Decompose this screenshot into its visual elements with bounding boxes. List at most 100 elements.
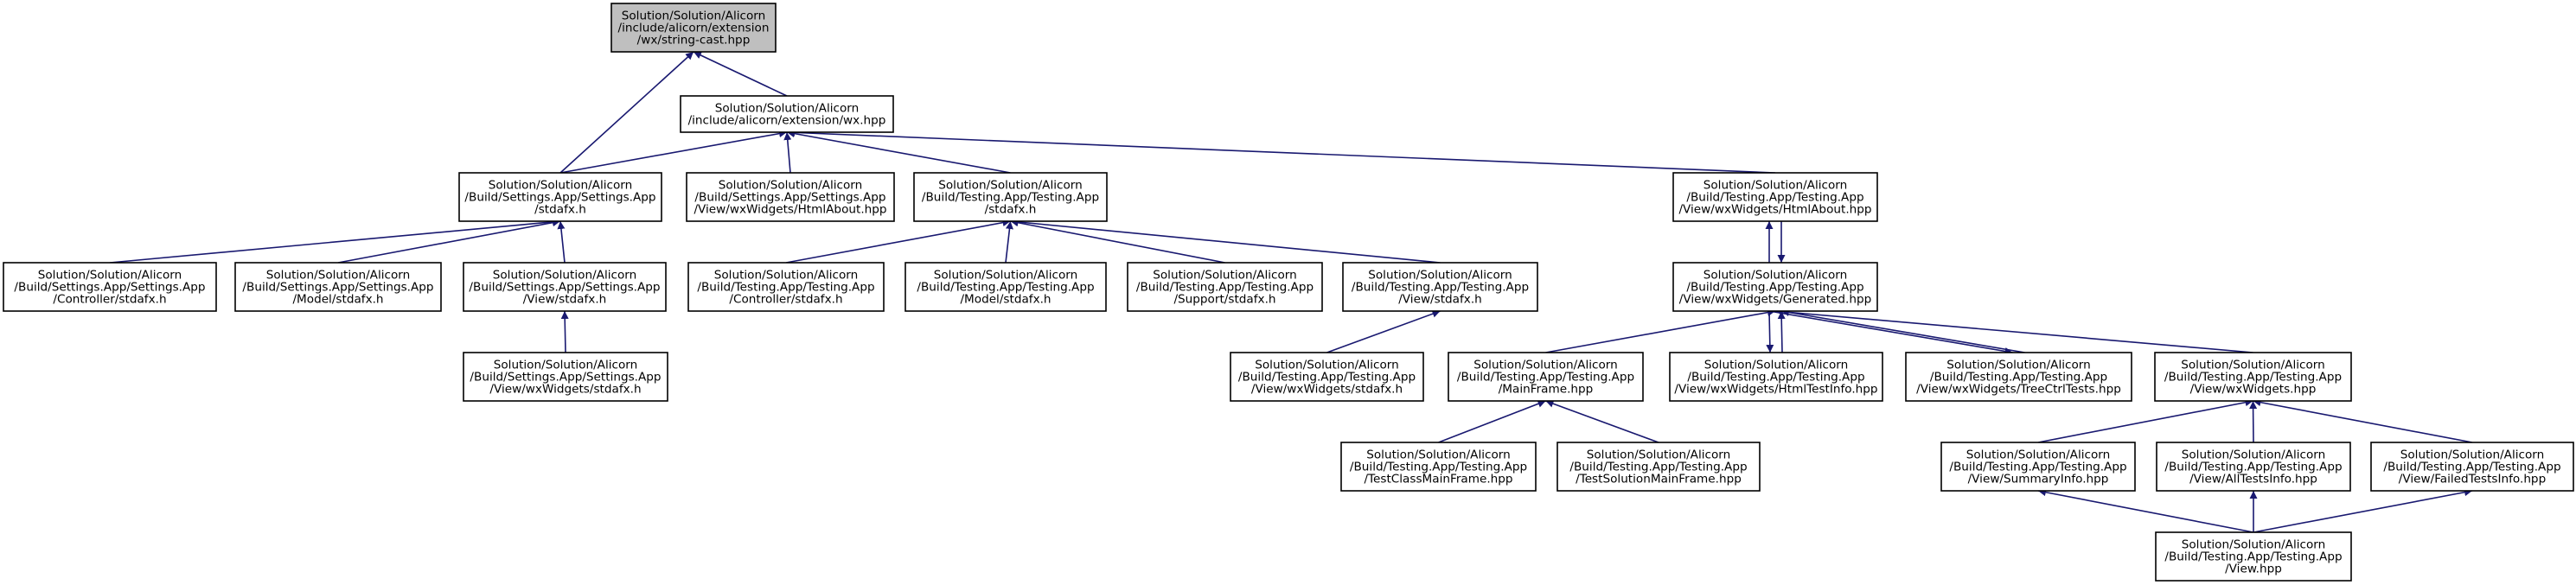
node-label-line: /Build/Testing.App/Testing.App [697,281,874,295]
node-label-line: /Build/Testing.App/Testing.App [2164,550,2342,564]
node-label-line: /MainFrame.hpp [1499,383,1594,397]
node-box [1342,262,1538,312]
node-n18[interactable]: Solution/Solution/Alicorn/Build/Testing.… [1905,352,2132,402]
edge-n25-to-n22 [2037,488,2254,533]
node-label-line: Solution/Solution/Alicorn [2182,538,2326,552]
node-label-line: /Build/Testing.App/Testing.App [922,191,1099,205]
node-box [610,3,777,53]
node-box [686,172,895,222]
edge-n2-to-n0 [559,51,694,174]
edge-n3-to-n1 [783,131,792,174]
node-label-line: Solution/Solution/Alicorn [1366,448,1511,462]
node-label-line: /Controller/stdafx.h [729,293,842,307]
node-label-line: Solution/Solution/Alicorn [715,102,860,116]
node-label-line: /Build/Testing.App/Testing.App [1352,281,1529,295]
edge-n12-to-n4 [1010,219,1225,264]
node-n2[interactable]: Solution/Solution/Alicorn/Build/Settings… [458,172,662,222]
node-box [1127,262,1323,312]
node-n17[interactable]: Solution/Solution/Alicorn/Build/Testing.… [1669,352,1883,402]
node-box [3,262,217,312]
node-n4[interactable]: Solution/Solution/Alicorn/Build/Testing.… [913,172,1108,222]
node-n21[interactable]: Solution/Solution/Alicorn/Build/Testing.… [1556,442,1761,492]
node-label-line: /stdafx.h [985,203,1037,217]
node-label-line: /Build/Testing.App/Testing.App [1350,461,1527,474]
edge-n11-to-n4 [1005,220,1013,264]
node-label-line: /Build/Testing.App/Testing.App [1687,371,1864,385]
node-label-line: Solution/Solution/Alicorn [1368,269,1512,283]
node-n10[interactable]: Solution/Solution/Alicorn/Build/Testing.… [687,262,885,312]
node-label-line: /Build/Testing.App/Testing.App [1136,281,1314,295]
node-label-line: /Build/Testing.App/Testing.App [1238,371,1416,385]
node-n0[interactable]: Solution/Solution/Alicorn/include/alicor… [610,3,777,53]
node-label-line: Solution/Solution/Alicorn [2182,448,2326,462]
node-label-line: /View.hpp [2225,563,2282,576]
node-label-line: Solution/Solution/Alicorn [266,269,411,283]
edge-n8-to-n2 [557,220,566,264]
node-n20[interactable]: Solution/Solution/Alicorn/Build/Testing.… [1340,442,1537,492]
node-label-line: /View/wxWidgets/HtmlTestInfo.hpp [1674,383,1877,397]
node-n19[interactable]: Solution/Solution/Alicorn/Build/Testing.… [2154,352,2352,402]
node-n5[interactable]: Solution/Solution/Alicorn/Build/Testing.… [1672,172,1878,222]
node-box [904,262,1107,312]
node-label-line: /View/wxWidgets/stdafx.h [489,383,641,397]
node-n25[interactable]: Solution/Solution/Alicorn/Build/Testing.… [2155,531,2352,582]
node-n23[interactable]: Solution/Solution/Alicorn/Build/Testing.… [2156,442,2351,492]
edge-n10-to-n4 [785,219,1011,264]
node-label-line: /include/alicorn/extension [618,22,770,35]
node-n11[interactable]: Solution/Solution/Alicorn/Build/Testing.… [904,262,1107,312]
node-box [913,172,1108,222]
node-label-line: /Build/Testing.App/Testing.App [1930,371,2107,385]
node-box [463,352,668,402]
node-n22[interactable]: Solution/Solution/Alicorn/Build/Testing.… [1940,442,2136,492]
node-label-line: /Build/Testing.App/Testing.App [1569,461,1747,474]
node-n9[interactable]: Solution/Solution/Alicorn/Build/Settings… [463,352,668,402]
edge-n1-to-n0 [693,51,788,97]
node-label-line: Solution/Solution/Alicorn [622,10,766,23]
node-box [1672,262,1878,312]
node-box [2370,442,2574,492]
node-label-line: /Model/stdafx.h [960,293,1051,307]
edge-n15-to-n17 [1766,310,1774,353]
node-label-line: /View/wxWidgets/stdafx.h [1251,383,1403,397]
node-label-line: /Support/stdafx.h [1173,293,1275,307]
edge-n4-to-n1 [786,130,1011,174]
node-label-line: /Build/Testing.App/Testing.App [1457,371,1634,385]
node-label-line: Solution/Solution/Alicorn [2400,448,2545,462]
edge-n21-to-n16 [1545,399,1659,443]
node-box [458,172,662,222]
node-label-line: /Build/Settings.App/Settings.App [464,191,655,205]
node-n14[interactable]: Solution/Solution/Alicorn/Build/Testing.… [1230,352,1424,402]
node-label-line: Solution/Solution/Alicorn [1703,269,1848,283]
node-n1[interactable]: Solution/Solution/Alicorn/include/alicor… [680,95,894,133]
node-box [687,262,885,312]
node-label-line: Solution/Solution/Alicorn [494,359,638,372]
node-box [463,262,667,312]
node-label-line: /View/wxWidgets/TreeCtrlTests.hpp [1916,383,2121,397]
edge-n22-to-n19 [2037,398,2253,443]
node-n15[interactable]: Solution/Solution/Alicorn/Build/Testing.… [1672,262,1878,312]
node-n7[interactable]: Solution/Solution/Alicorn/Build/Settings… [234,262,442,312]
edge-n9-to-n8 [560,310,569,353]
edge-n6-to-n2 [109,218,561,264]
node-box [1340,442,1537,492]
node-label-line: /Build/Testing.App/Testing.App [2383,461,2560,474]
nodes-layer: Solution/Solution/Alicorn/include/alicor… [3,3,2574,582]
node-label-line: /View/SummaryInfo.hpp [1968,473,2109,486]
node-n12[interactable]: Solution/Solution/Alicorn/Build/Testing.… [1127,262,1323,312]
node-n13[interactable]: Solution/Solution/Alicorn/Build/Testing.… [1342,262,1538,312]
node-n3[interactable]: Solution/Solution/Alicorn/Build/Settings… [686,172,895,222]
node-n6[interactable]: Solution/Solution/Alicorn/Build/Settings… [3,262,217,312]
node-label-line: Solution/Solution/Alicorn [1153,269,1297,283]
node-label-line: /Build/Testing.App/Testing.App [2164,371,2342,385]
node-n16[interactable]: Solution/Solution/Alicorn/Build/Testing.… [1448,352,1644,402]
node-label-line: /Build/Settings.App/Settings.App [469,281,660,295]
node-box [1669,352,1883,402]
node-label-line: /View/stdafx.h [523,293,607,307]
node-n8[interactable]: Solution/Solution/Alicorn/Build/Settings… [463,262,667,312]
node-n24[interactable]: Solution/Solution/Alicorn/Build/Testing.… [2370,442,2574,492]
node-label-line: Solution/Solution/Alicorn [1946,359,2091,372]
edges-layer [109,51,2473,533]
node-label-line: Solution/Solution/Alicorn [719,179,863,193]
edge-n5-to-n1 [786,128,1776,174]
node-label-line: /View/wxWidgets/HtmlAbout.hpp [1678,203,1871,217]
